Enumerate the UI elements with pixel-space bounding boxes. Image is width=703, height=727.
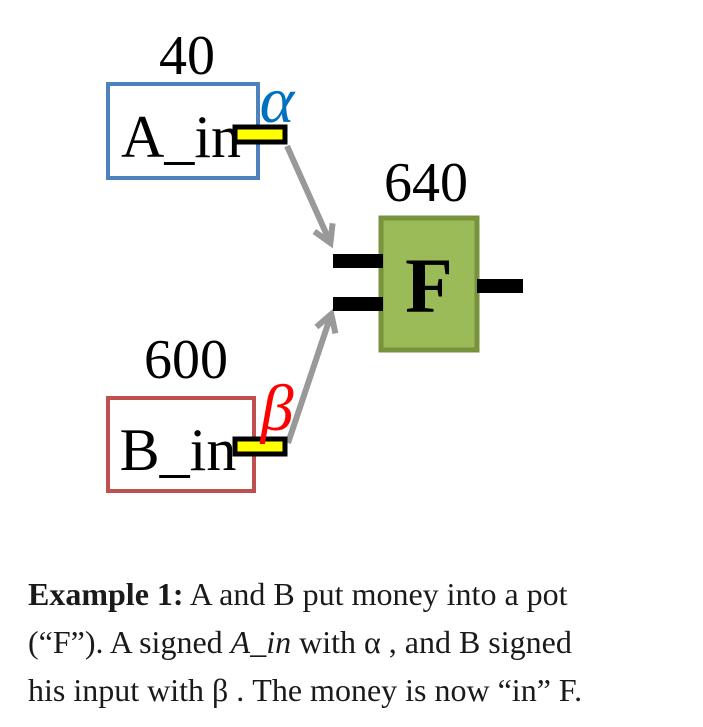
caption-line-3: his input with β . The money is now “in”… [28, 666, 693, 714]
b-in-signature-pin [232, 436, 288, 457]
a-in-label: A_in [121, 104, 241, 170]
f-label: F [405, 242, 453, 329]
caption-line-1-text: A and B put money into a pot [183, 576, 568, 612]
a-in-signature-pin [232, 124, 288, 145]
caption-title: Example 1: [28, 576, 184, 612]
b-in-amount: 600 [144, 329, 228, 391]
b-in-box [106, 396, 256, 493]
caption-line-2: (“F”). A signed A_in with α , and B sign… [28, 618, 693, 666]
f-amount: 640 [384, 152, 468, 214]
arrow-b-to-f [285, 308, 339, 444]
caption-line-3-text: his input with β . The money is now “in”… [28, 672, 583, 708]
figure-caption: Example 1: A and B put money into a pot … [28, 570, 693, 714]
caption-line-2-post: with α , and B signed [291, 624, 572, 660]
caption-line-1: Example 1: A and B put money into a pot [28, 570, 693, 618]
f-input-pin-bottom [333, 297, 383, 311]
beta-signature: β [259, 372, 294, 445]
f-output-pin [477, 279, 523, 293]
caption-line-2-pre: (“F”). A signed [28, 624, 231, 660]
money-pot-diagram: 40 A_in α 600 B_in β 640 F [106, 25, 523, 493]
alpha-signature: α [260, 64, 296, 137]
b-in-label: B_in [120, 417, 237, 483]
caption-a-in-term: A_in [230, 624, 292, 660]
arrow-a-to-f [284, 144, 336, 249]
f-input-pin-top [333, 254, 383, 268]
a-in-amount: 40 [159, 25, 215, 87]
